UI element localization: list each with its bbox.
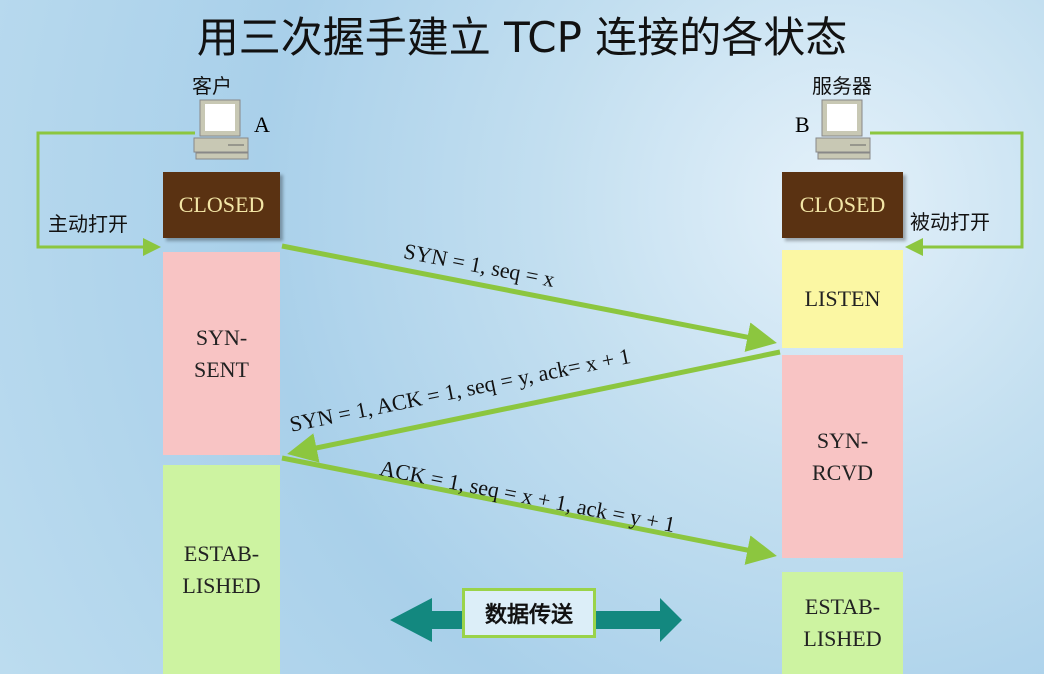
syn-ack-arrow (287, 349, 781, 463)
server-state-closed: CLOSED (782, 172, 903, 238)
passive-open-label: 被动打开 (910, 210, 990, 234)
server-computer-icon (815, 99, 871, 160)
server-host-label: B (795, 112, 810, 137)
server-state-established: ESTAB- LISHED (782, 572, 903, 674)
passive-open-line (870, 131, 1024, 256)
client-computer-icon (193, 99, 249, 160)
active-open-line (36, 131, 195, 256)
client-state-syn-sent: SYN- SENT (163, 252, 280, 455)
ack-arrow (281, 455, 777, 565)
data-transfer-label: 数据传送 (462, 588, 596, 638)
client-host-label: A (254, 112, 270, 137)
server-state-listen: LISTEN (782, 250, 903, 348)
diagram-title: 用三次握手建立 TCP 连接的各状态 (196, 13, 848, 62)
server-state-syn-rcvd: SYN- RCVD (782, 355, 903, 558)
client-state-closed: CLOSED (163, 172, 280, 238)
server-label: 服务器 (812, 74, 872, 98)
client-label: 客户 (192, 74, 232, 98)
active-open-label: 主动打开 (48, 212, 128, 236)
client-state-established: ESTAB- LISHED (163, 465, 280, 674)
syn-arrow (281, 243, 777, 352)
